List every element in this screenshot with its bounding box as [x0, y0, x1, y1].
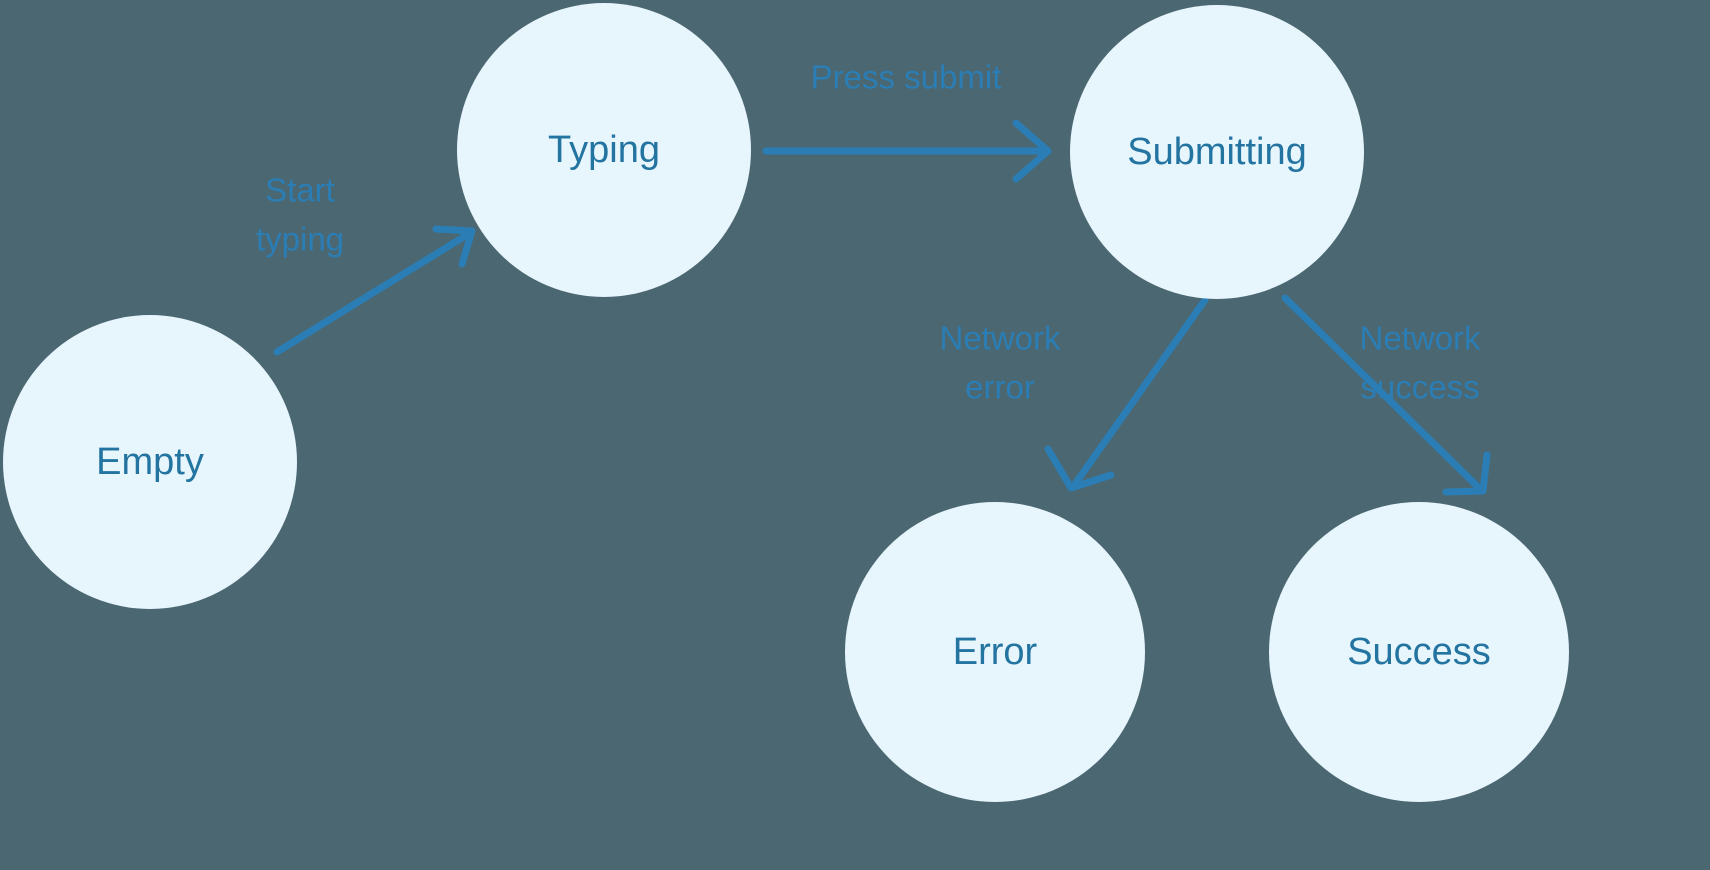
edge-empty-to-typing: [273, 225, 476, 356]
node-typing-circle[interactable]: [457, 3, 751, 297]
node-success[interactable]: Success: [1269, 502, 1569, 802]
edge-label-start-typing-line2: typing: [256, 221, 344, 258]
edge-label-network-success: Network success: [1359, 320, 1481, 406]
edge-label-network-success-line2: success: [1360, 369, 1479, 406]
edge-submitting-to-success-line: [1281, 294, 1482, 491]
node-success-label: Success: [1347, 631, 1491, 673]
edge-label-network-error: Network error: [939, 320, 1061, 406]
edge-empty-to-typing-line: [273, 229, 474, 356]
node-typing-label: Typing: [548, 129, 660, 171]
edge-label-network-error-line2: error: [965, 369, 1035, 406]
edge-typing-to-submitting-arrowhead: [1012, 119, 1052, 183]
node-empty-circle[interactable]: [3, 315, 297, 609]
node-submitting-circle[interactable]: [1070, 5, 1364, 299]
edge-label-press-submit: Press submit: [811, 59, 1002, 96]
edge-submitting-to-error-line: [1071, 296, 1209, 488]
edge-label-start-typing: Start typing: [256, 172, 344, 258]
node-success-circle[interactable]: [1269, 502, 1569, 802]
edge-submitting-to-error: [1044, 296, 1209, 492]
edge-submitting-to-success-arrowhead: [1442, 451, 1491, 496]
edge-empty-to-typing-arrowhead: [432, 225, 476, 268]
edge-typing-to-submitting: [762, 119, 1052, 183]
edge-label-network-error-line1: Network: [939, 320, 1061, 357]
node-error-circle[interactable]: [845, 502, 1145, 802]
node-submitting-label: Submitting: [1127, 131, 1307, 173]
edge-submitting-to-success: [1281, 294, 1491, 496]
node-error-label: Error: [953, 631, 1038, 673]
edge-label-press-submit-line1: Press submit: [811, 59, 1002, 96]
node-typing[interactable]: Typing: [457, 3, 751, 297]
edge-label-network-success-line1: Network: [1359, 320, 1481, 357]
node-error[interactable]: Error: [845, 502, 1145, 802]
edge-submitting-to-error-arrowhead: [1044, 445, 1115, 492]
node-empty[interactable]: Empty: [3, 315, 297, 609]
node-submitting[interactable]: Submitting: [1070, 5, 1364, 299]
edge-label-start-typing-line1: Start: [265, 172, 335, 209]
node-empty-label: Empty: [96, 441, 204, 483]
